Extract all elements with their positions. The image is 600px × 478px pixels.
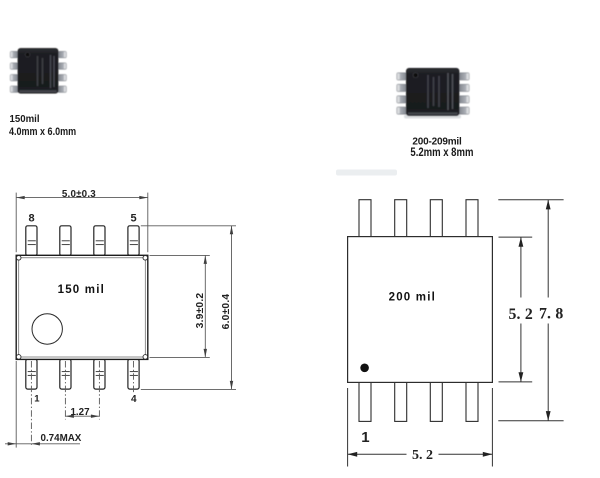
svg-text:7. 8: 7. 8 [539, 305, 564, 322]
svg-text:5. 2: 5. 2 [508, 306, 533, 323]
svg-text:4.0mm x 6.0mm: 4.0mm x 6.0mm [9, 126, 76, 138]
svg-text:5.2mm x 8mm: 5.2mm x 8mm [410, 146, 473, 159]
svg-text:6.0±0.4: 6.0±0.4 [221, 294, 232, 330]
svg-text:3.9±0.2: 3.9±0.2 [195, 293, 206, 329]
svg-text:150 mil: 150 mil [58, 284, 105, 296]
svg-text:1: 1 [34, 393, 40, 404]
svg-text:5.0±0.3: 5.0±0.3 [62, 189, 96, 200]
svg-text:200-209mil: 200-209mil [412, 136, 462, 147]
svg-text:200 mil: 200 mil [389, 291, 436, 303]
svg-text:5: 5 [131, 212, 137, 224]
svg-text:1.27: 1.27 [70, 407, 90, 418]
svg-text:5. 2: 5. 2 [412, 448, 433, 463]
svg-text:8: 8 [29, 212, 35, 224]
svg-text:150mil: 150mil [10, 114, 40, 125]
svg-text:4: 4 [131, 394, 137, 405]
svg-text:1: 1 [361, 429, 369, 446]
svg-text:0.74MAX: 0.74MAX [41, 433, 82, 444]
